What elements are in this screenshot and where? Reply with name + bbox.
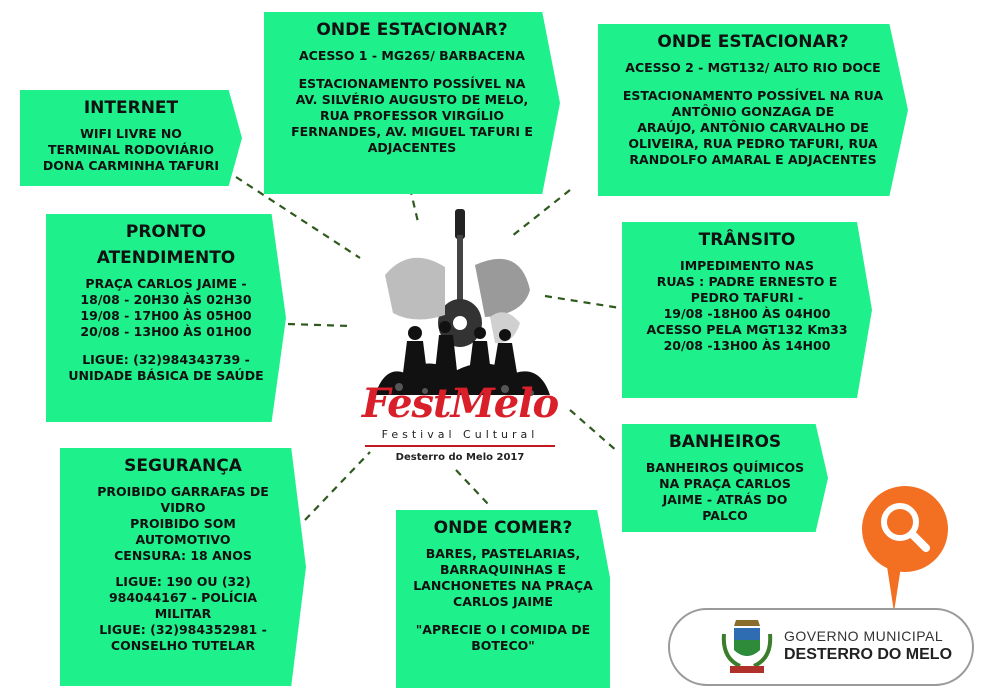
internet-line: WIFI LIVRE NO [80,125,182,141]
toilets-line: NA PRAÇA CARLOS [659,475,791,491]
food-line: BOTECO" [471,637,535,653]
parking-access2-box: ONDE ESTACIONAR? ACESSO 2 - MGT132/ ALTO… [598,24,908,196]
connector-security [304,451,371,521]
internet-line: DONA CARMINHA TAFURI [42,157,220,173]
parking2-line: ANTÔNIO GONZAGA DE [671,103,835,119]
security-line: CENSURA: 18 ANOS [114,547,252,563]
food-line: BARES, PASTELARIAS, [425,545,581,561]
internet-title: INTERNET [83,98,179,118]
toilets-line: JAIME - ATRÁS DO [662,491,788,507]
traffic-line: RUAS : PADRE ERNESTO E [656,273,838,289]
security-line: LIGUE: 190 OU (32) [115,573,251,589]
connector-food [455,469,489,505]
festival-subtitle: Festival Cultural [381,428,539,441]
festival-place: Desterro do Melo 2017 [395,452,525,463]
badge-tail [886,560,902,612]
government-label: GOVERNO MUNICIPAL [784,628,944,644]
search-icon [881,503,930,552]
parking1-line: ADJACENTES [367,139,457,155]
toilets-title: BANHEIROS [668,432,782,452]
toilets-box: BANHEIROS BANHEIROS QUÍMICOS NA PRAÇA CA… [622,424,828,532]
security-line: MILITAR [154,605,212,621]
toilets-line: BANHEIROS QUÍMICOS [645,459,805,475]
festmelo-logo-art [375,209,550,396]
health-line: LIGUE: (32)984343739 - [82,351,250,367]
security-line: PROIBIDO SOM [130,515,236,531]
parking2-title: ONDE ESTACIONAR? [657,32,849,52]
health-line: PRAÇA CARLOS JAIME - [85,275,247,291]
internet-line: TERMINAL RODOVIÁRIO [47,141,215,157]
traffic-box: TRÂNSITO IMPEDIMENTO NAS RUAS : PADRE ER… [622,222,872,398]
parking1-line: ACESSO 1 - MG265/ BARBACENA [299,47,525,63]
toilets-line: PALCO [702,507,748,523]
parking2-line: RANDOLFO AMARAL E ADJACENTES [629,151,877,167]
coat-of-arms-icon [721,620,773,673]
security-line: 984044167 - POLÍCIA [108,589,258,605]
parking1-line: FERNANDES, AV. MIGUEL TAFURI E [291,123,533,139]
logo-divider [365,445,555,447]
security-line: VIDRO [160,499,206,515]
health-line: 19/08 - 17H00 ÀS 05H00 [80,307,252,323]
municipality-name: DESTERRO DO MELO [784,646,953,663]
health-line: UNIDADE BÁSICA DE SAÚDE [68,367,264,383]
security-line: CONSELHO TUTELAR [110,637,256,653]
food-line: LANCHONETES NA PRAÇA [413,577,593,593]
food-box: ONDE COMER? BARES, PASTELARIAS, BARRAQUI… [396,510,610,688]
security-line: LIGUE: (32)984352981 - [99,621,267,637]
security-box: SEGURANÇA PROIBIDO GARRAFAS DE VIDRO PRO… [60,448,306,686]
health-line: 18/08 - 20H30 ÀS 02H30 [80,291,252,307]
parking-access1-box: ONDE ESTACIONAR? ACESSO 1 - MG265/ BARBA… [264,12,560,194]
traffic-line: PEDRO TAFURI - [690,289,804,305]
connector-health [287,322,351,328]
health-title-1: PRONTO [125,222,207,242]
health-line: 20/08 - 13H00 ÀS 01H00 [80,323,252,339]
parking2-line: ESTACIONAMENTO POSSÍVEL NA RUA [622,87,884,103]
festmelo-logo-text: FestMelo [361,380,559,427]
security-title: SEGURANÇA [124,456,242,476]
parking2-line: ACESSO 2 - MGT132/ ALTO RIO DOCE [625,59,881,75]
traffic-line: 20/08 -13H00 ÀS 14H00 [663,337,831,353]
parking2-line: OLIVEIRA, RUA PEDRO TAFURI, RUA [628,135,878,151]
parking1-title: ONDE ESTACIONAR? [316,20,508,40]
food-line: CARLOS JAIME [453,593,553,609]
food-line: BARRAQUINHAS E [439,561,567,577]
parking1-line: AV. SILVÉRIO AUGUSTO DE MELO, [295,91,529,107]
health-box: PRONTO ATENDIMENTO PRAÇA CARLOS JAIME - … [46,214,286,422]
traffic-line: IMPEDIMENTO NAS [680,257,814,273]
security-line: AUTOMOTIVO [135,531,231,547]
parking1-line: RUA PROFESSOR VIRGÍLIO [319,107,505,123]
food-line: "APRECIE O I COMIDA DE [415,621,591,637]
internet-box: INTERNET WIFI LIVRE NO TERMINAL RODOVIÁR… [20,90,242,186]
connector-internet [235,176,361,259]
traffic-line: 19/08 -18H00 ÀS 04H00 [663,305,831,321]
health-title-2: ATENDIMENTO [96,247,236,268]
traffic-line: ACESSO PELA MGT132 Km33 [646,321,848,337]
parking2-line: ARAÚJO, ANTÔNIO CARVALHO DE [637,119,869,135]
traffic-title: TRÂNSITO [698,230,796,250]
security-line: PROIBIDO GARRAFAS DE [97,483,269,499]
connector-toilets [569,409,619,453]
search-badge [862,486,948,572]
government-seal-panel [668,608,974,686]
food-title: ONDE COMER? [433,518,573,538]
parking1-line: ESTACIONAMENTO POSSÍVEL NA [298,75,526,91]
